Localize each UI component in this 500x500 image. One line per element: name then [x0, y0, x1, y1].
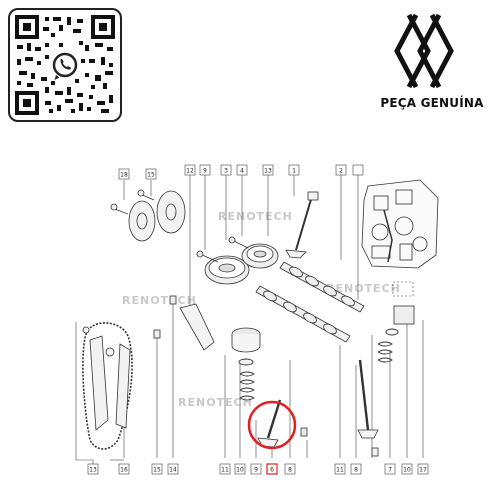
callout-bottom-1: 16 — [120, 467, 128, 474]
qr-code[interactable] — [8, 8, 122, 122]
cam-phaser-left — [204, 255, 250, 285]
watermarks: RENOTECH RENOTECH RENOTECH RENOTECH — [122, 210, 401, 409]
callout-top-8: 2 — [339, 168, 343, 175]
callout-top-6: 13 — [264, 168, 272, 175]
bucket-tappet — [231, 327, 261, 353]
callout-top-4: 3 — [224, 168, 228, 175]
valve-right — [357, 359, 379, 457]
timing-chain — [82, 322, 133, 450]
callout-bottom-6: 9 — [254, 467, 258, 474]
cam-phaser-right — [241, 243, 279, 269]
callout-bottom-9: 11 — [336, 467, 344, 474]
callout-bottom-8: 8 — [288, 467, 292, 474]
valve-center — [257, 399, 282, 448]
watermark-3: RENOTECH — [326, 282, 401, 295]
sprocket-pair — [110, 189, 186, 242]
callout-top-3: 9 — [203, 168, 207, 175]
renault-logo — [394, 13, 454, 89]
bracket-lines — [76, 459, 124, 464]
callout-bottom-10: 8 — [354, 467, 358, 474]
callout-bottom-2: 15 — [153, 467, 161, 474]
callouts-top: 18 15 12 9 3 4 13 1 2 — [118, 164, 364, 180]
watermark-1: RENOTECH — [218, 210, 293, 223]
callout-top-5: 4 — [240, 168, 244, 175]
callout-bottom-12: 10 — [403, 467, 411, 474]
watermark-2: RENOTECH — [122, 294, 197, 307]
callout-bottom-0: 13 — [89, 467, 97, 474]
cylinder-head — [361, 179, 439, 269]
callout-bottom-7: 6 — [270, 467, 274, 474]
watermark-4: RENOTECH — [178, 396, 253, 409]
valve-seal — [300, 427, 308, 437]
callout-top-1: 15 — [147, 172, 155, 179]
callout-bottom-5: 10 — [236, 467, 244, 474]
chain-guide — [82, 326, 131, 431]
valve-spring-right — [377, 328, 399, 363]
callout-bottom-13: 17 — [419, 467, 427, 474]
tensioner-block — [393, 305, 415, 325]
highlight-circle — [247, 400, 297, 450]
callout-bottom-11: 7 — [388, 467, 392, 474]
small-bolt — [153, 295, 177, 339]
callout-top-0: 18 — [120, 172, 128, 179]
camshaft-lower — [255, 285, 351, 343]
whatsapp-icon — [51, 51, 79, 80]
camshaft-upper — [279, 261, 365, 313]
callout-top-2: 12 — [186, 168, 194, 175]
callout-bottom-3: 14 — [169, 467, 177, 474]
valve-upper — [285, 191, 319, 259]
callouts-bottom: 13 16 15 14 11 10 9 6 8 11 8 7 10 17 — [87, 463, 429, 475]
bolt-small — [196, 236, 249, 263]
callout-bottom-4: 11 — [221, 467, 229, 474]
valve-spring-center — [238, 358, 255, 401]
brand-caption: PEÇA GENUÍNA — [380, 96, 484, 110]
rocker-arm — [179, 303, 215, 351]
callout-top-7: 1 — [292, 168, 296, 175]
qr-code-graphic — [15, 15, 115, 115]
